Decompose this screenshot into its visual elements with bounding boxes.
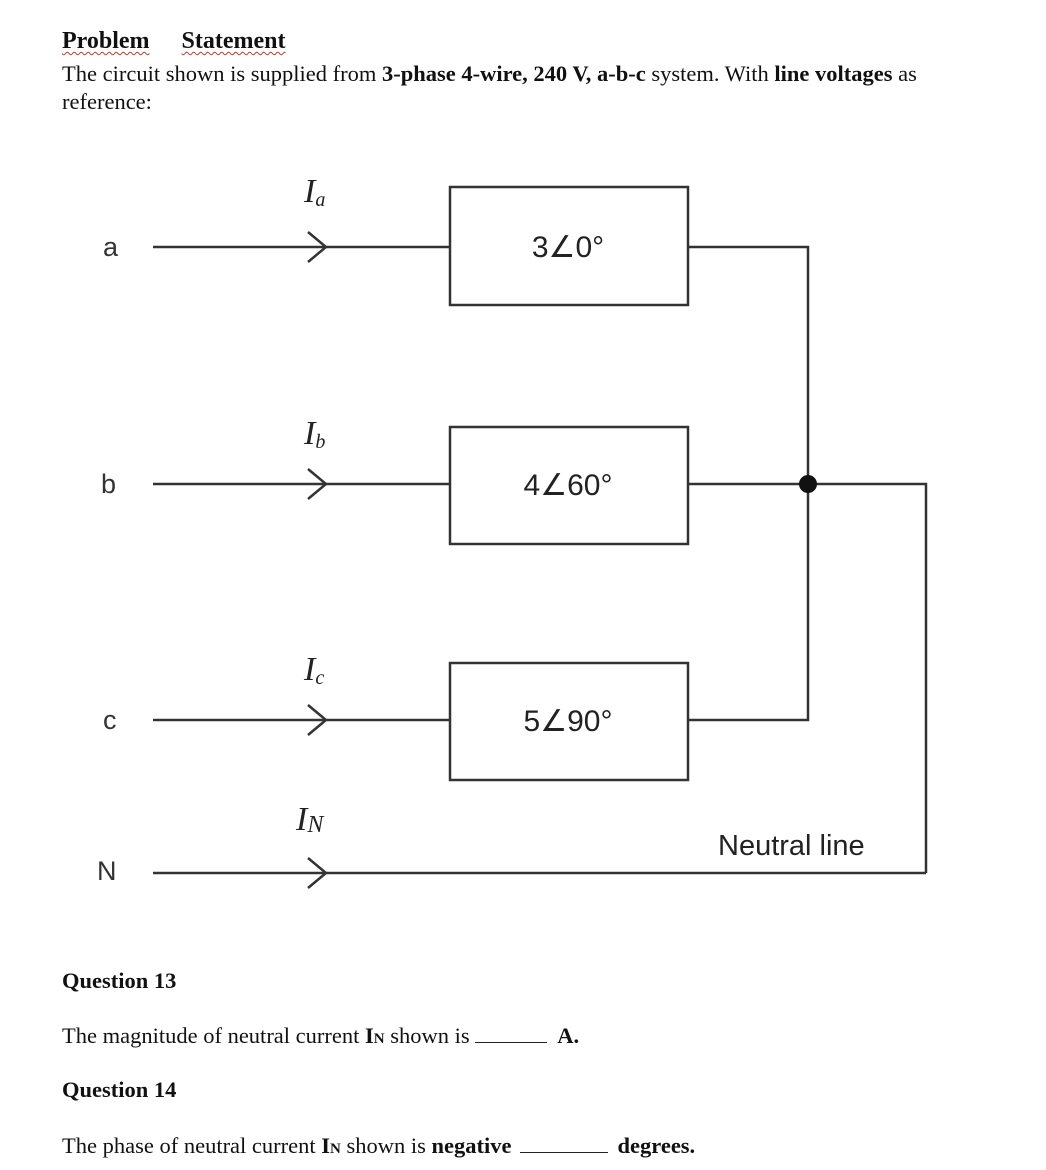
current-label-ia: Ia: [303, 173, 325, 211]
terminal-label-n: N: [97, 856, 117, 886]
intro-bold-system: 3-phase 4-wire, 240 V, a-b-c: [381, 61, 646, 86]
impedance-box-b: [448, 425, 690, 546]
impedance-value-c: 5∠90°: [524, 705, 613, 738]
current-sub-c: c: [315, 667, 324, 689]
q14-unit: degrees.: [617, 1133, 696, 1158]
wire-c-to-junction: [688, 484, 810, 722]
current-sub-n: N: [306, 812, 325, 838]
q13-answer-blank[interactable]: [475, 1024, 548, 1043]
intro-text-3: as reference:: [62, 61, 917, 114]
q13-var-sub: N: [373, 1031, 385, 1047]
current-symbol-c: I: [303, 651, 317, 688]
star-point-junction: [799, 475, 817, 493]
q13-var-symbol: I: [365, 1023, 374, 1048]
problem-title: Problem Statement: [62, 28, 286, 55]
current-symbol-n: I: [295, 801, 309, 838]
q13-text-1: The magnitude of neutral current: [62, 1023, 366, 1048]
q13-var: IN: [365, 1023, 385, 1048]
problem-intro: The circuit shown is supplied from 3-pha…: [62, 60, 942, 116]
current-label-ic: Ic: [303, 651, 324, 689]
current-symbol-b: I: [303, 415, 317, 452]
title-word-statement: Statement: [181, 28, 286, 54]
q13-unit: A.: [557, 1023, 580, 1048]
terminal-label-b: b: [101, 469, 116, 499]
current-sub-b: b: [315, 431, 325, 453]
current-label-ib: Ib: [303, 415, 325, 453]
wire-a-to-junction: [688, 245, 810, 484]
impedance-value-b: 4∠60°: [524, 469, 613, 502]
current-sub-a: a: [315, 189, 325, 211]
title-word-problem: Problem: [62, 28, 150, 54]
arrow-b-icon: [307, 468, 328, 500]
arrow-a-icon: [307, 231, 328, 263]
q14-answer-blank[interactable]: [519, 1134, 608, 1153]
neutral-line-label: Neutral line: [718, 830, 865, 862]
wire-b-to-neutral: [688, 482, 928, 873]
q14-text-2: shown is: [340, 1133, 432, 1158]
impedance-value-a: 3∠0°: [532, 231, 604, 264]
q14-var-symbol: I: [321, 1133, 331, 1158]
intro-bold-line-voltages: line voltages: [774, 61, 893, 86]
current-label-in: IN: [295, 801, 325, 838]
q14-var: IN: [321, 1133, 341, 1158]
terminal-label-c: c: [103, 705, 117, 735]
q13-text-2: shown is: [384, 1023, 476, 1048]
circuit-diagram: a b c N Ia Ib Ic IN 3∠0° 4∠60° 5∠90° Neu…: [97, 173, 928, 889]
terminal-label-a: a: [103, 232, 119, 262]
q14-var-sub: N: [330, 1141, 341, 1157]
question-14-heading: Question 14: [62, 1077, 177, 1102]
q14-bold-negative: negative: [431, 1133, 512, 1158]
question-14-text: The phase of neutral current IN shown is…: [62, 1133, 695, 1159]
impedance-box-c: [448, 661, 690, 782]
question-13-heading: Question 13: [62, 968, 177, 993]
intro-text-1: The circuit shown is supplied from: [62, 61, 382, 86]
arrow-c-icon: [307, 704, 328, 736]
current-symbol-a: I: [303, 173, 317, 210]
question-13-text: The magnitude of neutral current IN show…: [62, 1023, 579, 1049]
intro-text-2: system. With: [645, 61, 775, 86]
arrow-n-icon: [307, 857, 328, 889]
q14-text-1: The phase of neutral current: [62, 1133, 322, 1158]
